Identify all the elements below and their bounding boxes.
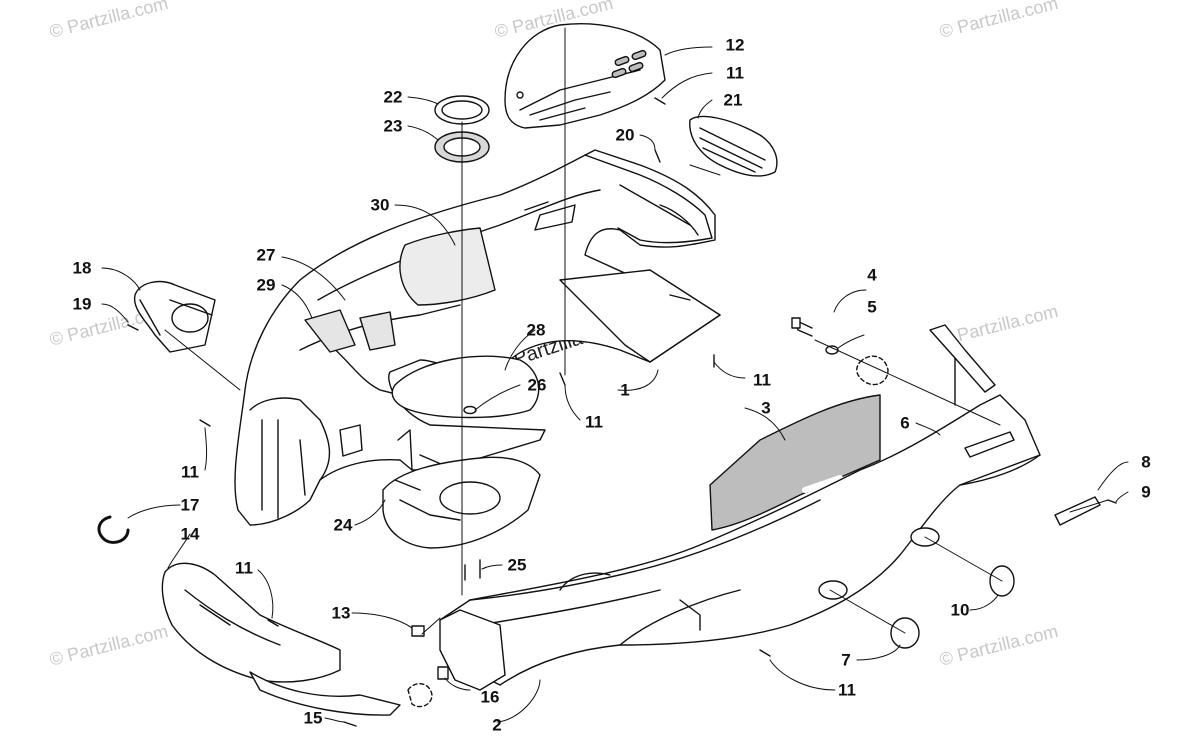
part-17-clamp	[97, 515, 130, 544]
part-13-clip	[411, 625, 425, 637]
part-5-washer	[825, 345, 839, 355]
callout-6: 6	[900, 413, 910, 433]
callout-10: 10	[950, 600, 970, 620]
part-3-foam	[709, 394, 881, 531]
part-9-screw	[1107, 499, 1117, 504]
part-21-vent	[689, 115, 778, 177]
callout-11: 11	[838, 680, 856, 700]
callout-11: 11	[753, 370, 771, 390]
callout-2: 2	[492, 715, 502, 735]
part-15-screw	[343, 721, 357, 727]
callout-17: 17	[180, 495, 200, 515]
callout-11: 11	[585, 412, 603, 432]
callout-11: 11	[726, 63, 744, 83]
callout-26: 26	[527, 375, 547, 395]
part-26-grommet	[463, 405, 477, 415]
callout-14: 14	[180, 524, 200, 544]
part-1-upper-body	[234, 149, 721, 526]
callout-15: 15	[303, 708, 323, 728]
callout-25: 25	[507, 555, 527, 575]
callout-16: 16	[480, 687, 500, 707]
callout-9: 9	[1141, 482, 1151, 502]
part-22-ring	[434, 95, 490, 125]
part-14-bumper	[161, 562, 401, 716]
callout-27: 27	[256, 245, 276, 265]
callout-19: 19	[72, 294, 92, 314]
callout-23: 23	[383, 116, 403, 136]
callout-13: 13	[331, 603, 351, 623]
callout-20: 20	[615, 125, 635, 145]
part-18-boot	[133, 280, 216, 353]
callout-18: 18	[72, 258, 92, 278]
callout-22: 22	[383, 87, 403, 107]
callout-3: 3	[761, 398, 771, 418]
part-12-console	[504, 23, 666, 129]
callout-30: 30	[370, 195, 390, 215]
callout-7: 7	[841, 650, 851, 670]
part-6-lower-chassis	[439, 324, 1041, 691]
callout-11: 11	[181, 462, 199, 482]
part-19-screw	[127, 324, 139, 331]
callout-21: 21	[723, 90, 743, 110]
callout-12: 12	[725, 35, 745, 55]
callout-11: 11	[235, 558, 253, 578]
part-16-nut	[437, 666, 449, 680]
callout-4: 4	[867, 265, 877, 285]
callout-29: 29	[256, 275, 276, 295]
callout-8: 8	[1141, 452, 1151, 472]
part-8-emblem	[1054, 496, 1101, 526]
part-4-bolt	[791, 317, 813, 337]
callout-28: 28	[526, 320, 546, 340]
callout-1: 1	[620, 380, 630, 400]
callout-24: 24	[333, 515, 353, 535]
callout-5: 5	[867, 297, 877, 317]
